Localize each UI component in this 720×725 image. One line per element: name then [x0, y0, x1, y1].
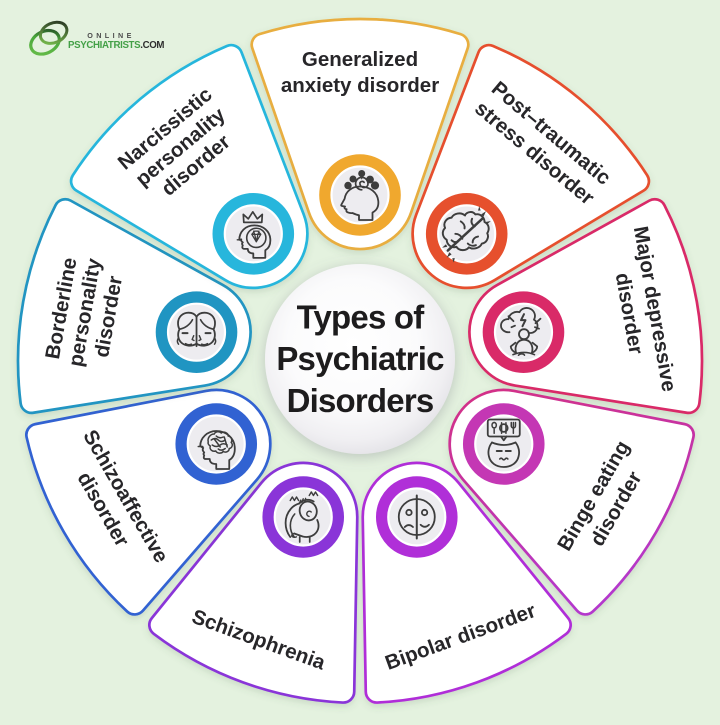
- svg-text:Psychiatric: Psychiatric: [276, 340, 444, 377]
- svg-text:anxiety disorder: anxiety disorder: [281, 74, 439, 97]
- svg-text:ONLINE: ONLINE: [87, 31, 135, 40]
- svg-text:Disorders: Disorders: [287, 382, 434, 419]
- svg-text:Generalized: Generalized: [302, 48, 418, 71]
- svg-text:Types of: Types of: [297, 299, 426, 336]
- svg-text:PSYCHIATRISTS.COM: PSYCHIATRISTS.COM: [68, 40, 164, 51]
